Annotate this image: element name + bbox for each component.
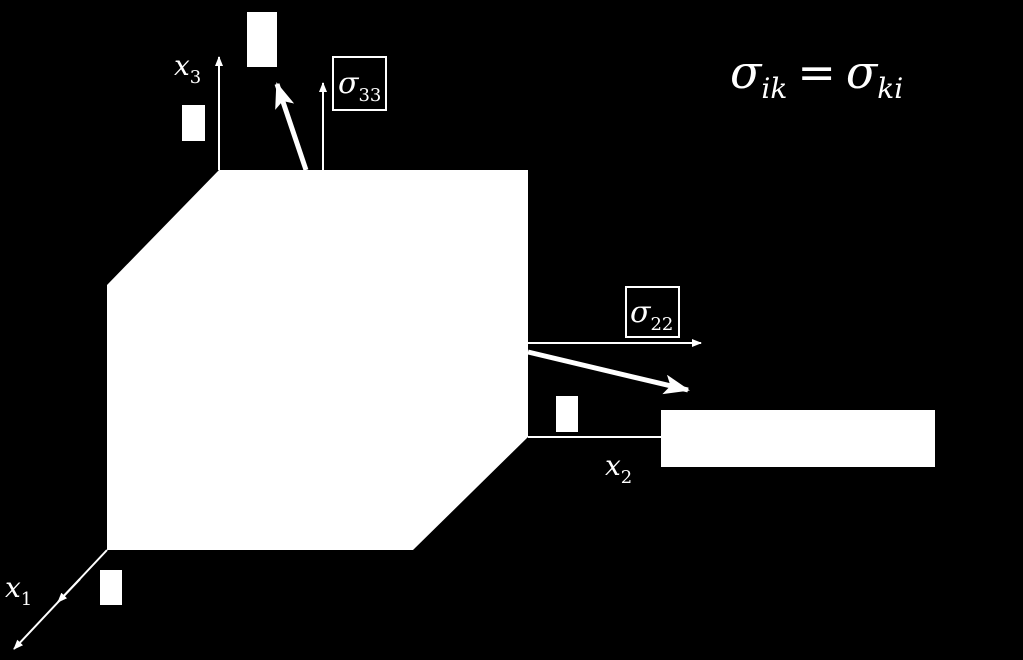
sigma33-label: σ33 xyxy=(338,66,381,106)
sigma22-box xyxy=(625,286,680,338)
blank-label-wide xyxy=(661,410,935,467)
x3-axis-label: x3 xyxy=(174,49,201,88)
cube xyxy=(107,170,528,550)
x1-axis-label: x1 xyxy=(5,571,32,610)
sigma33-box xyxy=(332,56,387,111)
blank-label-right xyxy=(556,396,578,432)
blank-label-bottom xyxy=(100,570,122,605)
traction-arrow-right xyxy=(527,349,690,395)
x2-axis-label: x2 xyxy=(605,449,632,488)
symmetry-equation: σik=σki xyxy=(730,45,903,105)
blank-label-top xyxy=(247,12,277,67)
traction-arrow-top xyxy=(274,82,309,171)
sigma22-label: σ22 xyxy=(630,295,673,335)
x1-axis-mid-arrow xyxy=(57,578,81,603)
blank-label-left xyxy=(182,105,205,141)
